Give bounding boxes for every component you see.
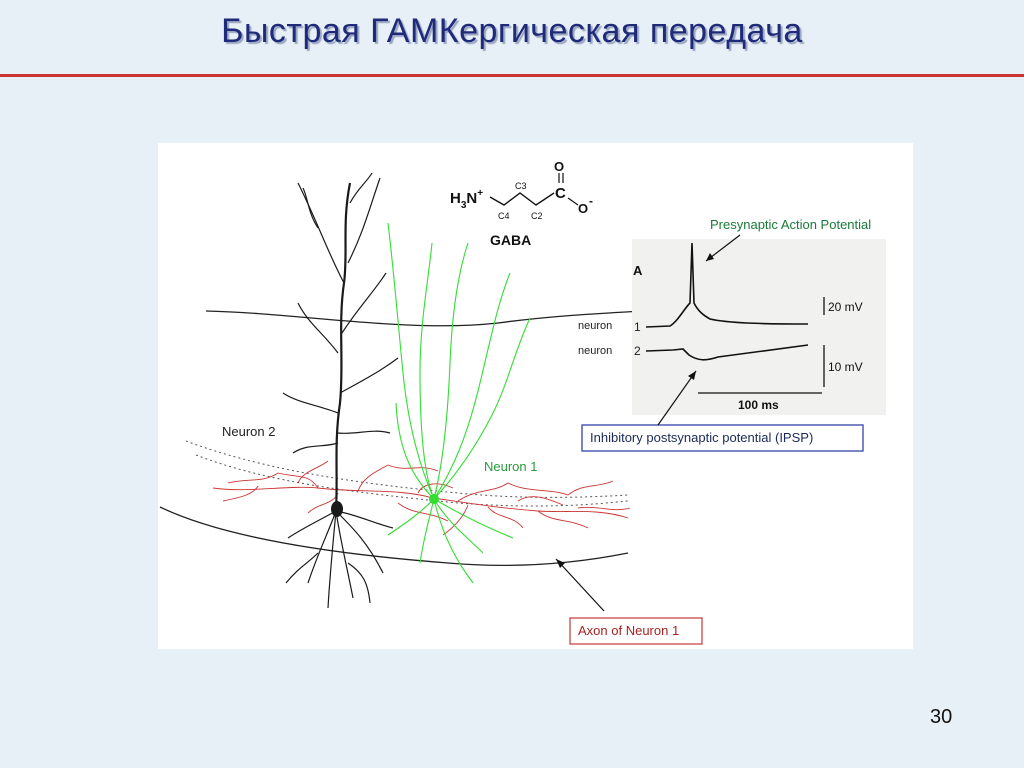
layer-dotted-2 — [195, 454, 629, 507]
gaba-o-right: O — [578, 201, 588, 216]
neuron2-soma — [331, 501, 343, 517]
axon-box — [569, 617, 703, 645]
trace1 — [645, 242, 809, 328]
slide-title: Быстрая ГАМКергическая передача — [221, 12, 803, 50]
figure-svg: H3N+ C4 C3 C2 C O O - GABA A neuron 1 ne… — [159, 159, 886, 645]
axon-arrowhead — [556, 559, 565, 568]
gaba-o-top: O — [554, 159, 564, 174]
ipsp-box — [581, 424, 864, 452]
layer-line-bottom — [159, 506, 629, 567]
gaba-c4: C4 — [498, 211, 510, 221]
gaba-n: N — [466, 190, 477, 207]
axon-arrow — [555, 558, 605, 612]
trace2-num: 2 — [634, 344, 641, 358]
gaba-single-bond — [567, 197, 579, 206]
recording-panel: A neuron 1 neuron 2 20 mV 10 mV 100 ms — [578, 239, 886, 415]
presynaptic-arrowhead — [706, 253, 714, 261]
trace1-num: 1 — [634, 320, 641, 334]
presynaptic-label: Presynaptic Action Potential — [710, 217, 871, 232]
scale-10-label: 10 mV — [828, 360, 863, 374]
gaba-c: C — [555, 185, 566, 202]
axon-label: Axon of Neuron 1 — [578, 623, 679, 638]
gaba-minus: - — [589, 194, 593, 208]
gaba-c3: C3 — [515, 181, 527, 191]
axon-neuron1 — [212, 460, 631, 536]
neuron-figure: H3N+ C4 C3 C2 C O O - GABA A neuron 1 ne… — [158, 143, 913, 649]
gaba-h-sub: 3 — [461, 200, 467, 211]
ipsp-arrowhead — [688, 371, 696, 380]
layer-line-top — [205, 308, 679, 327]
scale-time-label: 100 ms — [738, 398, 779, 412]
neuron2-label: Neuron 2 — [222, 424, 275, 439]
panel-letter: A — [633, 263, 643, 278]
recording-background — [632, 239, 886, 415]
gaba-structure: H3N+ C4 C3 C2 C O O - GABA — [450, 159, 593, 248]
trace2 — [645, 344, 809, 361]
gaba-h: H — [450, 190, 461, 207]
trace1-label: neuron — [578, 320, 612, 332]
gaba-double-bond — [558, 173, 564, 183]
gaba-chain — [489, 192, 555, 206]
neuron2-drawing — [282, 172, 399, 609]
gaba-name: GABA — [490, 232, 531, 248]
gaba-plus: + — [477, 188, 483, 199]
trace2-label: neuron — [578, 345, 612, 357]
svg-text:H3N+: H3N+ — [450, 188, 483, 211]
gaba-c2: C2 — [531, 211, 543, 221]
neuron1-soma — [429, 494, 439, 504]
neuron1-drawing — [387, 222, 531, 584]
ipsp-label: Inhibitory postsynaptic potential (IPSP) — [590, 430, 813, 445]
neuron1-label: Neuron 1 — [484, 459, 537, 474]
title-divider — [0, 74, 1024, 77]
page-number: 30 — [930, 706, 953, 728]
ipsp-arrow — [657, 370, 697, 426]
scale-20-label: 20 mV — [828, 300, 863, 314]
